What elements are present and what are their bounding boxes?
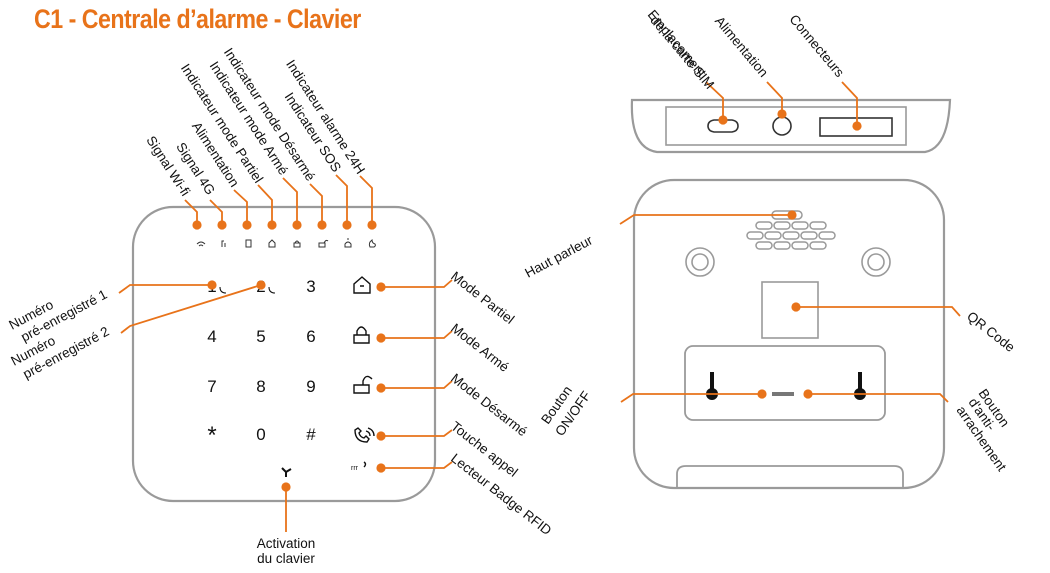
label-qr-code: QR Code: [964, 309, 1018, 355]
key-hash[interactable]: #: [306, 425, 316, 444]
indicator-dots: [192, 220, 377, 230]
top-dots: [718, 109, 862, 131]
qr-code-area: [761, 281, 819, 339]
stand-foot: [676, 465, 904, 488]
top-view: [630, 98, 952, 154]
bracket-recess: [684, 345, 886, 421]
key-7[interactable]: 7: [207, 377, 216, 396]
siren-icon: [368, 238, 376, 248]
rfid-icon: rrr: [351, 465, 359, 472]
connector-panel: [665, 106, 907, 146]
key-5[interactable]: 5: [256, 327, 265, 346]
dot-preset-1: [207, 280, 217, 290]
rfid-wave-icon: [363, 461, 367, 468]
label-alimentation-back: Alimentation: [712, 13, 771, 80]
label-haut-parleur: Haut parleur: [522, 232, 595, 280]
label-activation-l1: Activation: [257, 536, 316, 551]
lock-open-icon[interactable]: [353, 375, 373, 394]
back-view-body: [632, 178, 946, 490]
key-9[interactable]: 9: [306, 377, 315, 396]
unlock-indicator-icon: [318, 239, 329, 248]
switch-bar: [772, 392, 794, 396]
sim-slot: [707, 119, 739, 133]
page-title: C1 - Centrale d’alarme - Clavier: [34, 4, 361, 34]
key-8[interactable]: 8: [256, 377, 265, 396]
fan-icon[interactable]: [281, 467, 292, 477]
connector-block: [819, 117, 893, 137]
wifi-icon: [196, 241, 206, 247]
keypad-body: [131, 205, 437, 503]
label-mode-partiel: Mode Partiel: [448, 269, 517, 327]
label-activation-l2: du clavier: [257, 551, 315, 566]
battery-icon: [245, 239, 252, 248]
phone-call-icon[interactable]: [354, 427, 375, 443]
top-leaders: [705, 81, 858, 126]
back-leaders: [619, 214, 961, 403]
cellular-4g-icon: [221, 240, 226, 247]
lock-closed-icon[interactable]: [353, 326, 370, 344]
key-6[interactable]: 6: [306, 327, 315, 346]
speaker-grille: [746, 210, 836, 250]
back-dots: [757, 210, 813, 399]
key-4[interactable]: 4: [207, 327, 216, 346]
key-0[interactable]: 0: [256, 425, 265, 444]
key-3[interactable]: 3: [306, 277, 315, 296]
back-view: [632, 178, 946, 490]
label-connecteurs: Connecteurs: [786, 12, 847, 80]
dot-preset-2: [256, 280, 266, 290]
home-indicator-icon: [268, 239, 276, 248]
home-shield-icon[interactable]: [353, 276, 371, 294]
indicator-icons: [196, 238, 376, 248]
keypad-front-view: 1 2 3 4 5 6 7 8 9 * 0 #: [131, 205, 437, 503]
preset-leaders: [118, 284, 262, 334]
function-leaders: [285, 279, 453, 532]
phone-1-icon: [219, 286, 227, 294]
key-star[interactable]: *: [207, 422, 216, 449]
mount-holes: [685, 247, 891, 277]
lock-indicator-icon: [293, 240, 301, 248]
phone-2-icon: [268, 286, 276, 294]
label-sim-l2: de la carte SIM: [647, 13, 717, 92]
function-dots: [281, 282, 386, 492]
sos-icon: [344, 238, 352, 248]
label-mode-arme: Mode Armé: [448, 321, 512, 375]
